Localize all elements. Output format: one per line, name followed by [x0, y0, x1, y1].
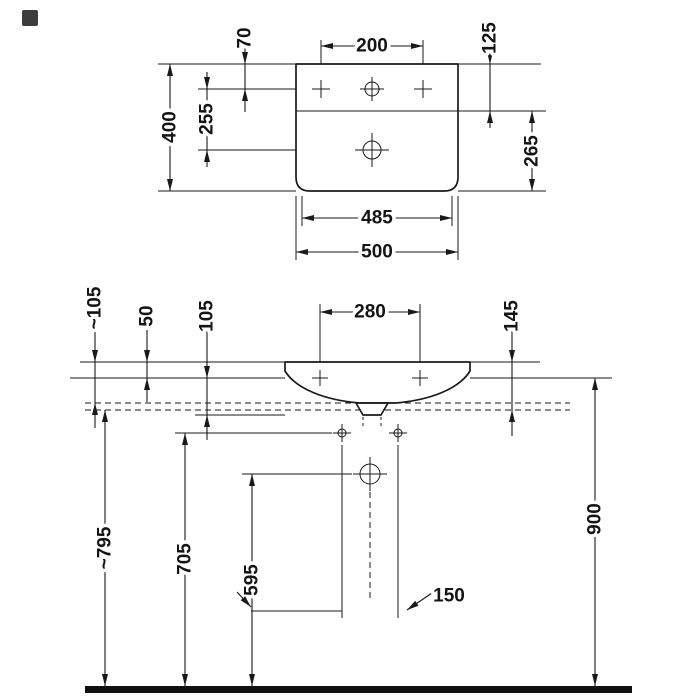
basin-plan-outline	[295, 63, 459, 192]
dim-485: 485	[302, 204, 452, 232]
mounting-hole-right	[389, 424, 407, 442]
dim-280-label: 280	[354, 302, 386, 323]
dim-200-label: 200	[356, 36, 388, 57]
dim-900-label: 900	[585, 503, 606, 535]
faucet-hole-front-right-cross	[412, 370, 428, 386]
dim-255: 255	[193, 72, 221, 167]
dim-150: 150	[236, 582, 468, 612]
dim-400: 400	[156, 64, 184, 191]
dim-150-label: 150	[433, 586, 465, 607]
dim-485-label: 485	[361, 208, 393, 229]
plan-view: 200 70 125 400 255 265	[156, 18, 546, 266]
dim-approx-795: ~795	[91, 410, 119, 686]
dim-approx-795-label: ~795	[95, 526, 116, 569]
dim-approx-105: ~105	[81, 283, 109, 428]
dim-approx-105-label: ~105	[85, 286, 106, 329]
faucet-hole-left-cross	[312, 80, 330, 98]
dim-280: 280	[320, 298, 420, 326]
dim-255-label: 255	[197, 103, 218, 135]
dim-145: 145	[498, 296, 526, 436]
basin-front-outline	[284, 361, 471, 404]
elevation-reference-lines	[70, 304, 612, 618]
dim-595-label: 595	[242, 564, 263, 596]
dim-70-label: 70	[235, 27, 256, 48]
dim-705-label: 705	[175, 543, 196, 575]
dim-50-label: 50	[137, 305, 158, 326]
dim-900: 900	[581, 378, 609, 686]
elevation-view: 280 ~105 50 105 145 ~795	[70, 283, 632, 693]
dim-70: 70	[231, 24, 259, 112]
floor-line	[85, 686, 632, 693]
drain-outlet-front	[353, 457, 387, 491]
dim-500-label: 500	[361, 242, 393, 263]
faucet-hole-right-cross	[414, 80, 432, 98]
dim-125-label: 125	[480, 22, 501, 54]
dim-50: 50	[133, 302, 161, 402]
dim-400-label: 400	[160, 111, 181, 143]
drain-hole-plan	[355, 133, 389, 167]
dim-265-label: 265	[522, 135, 543, 167]
dim-200: 200	[321, 32, 423, 60]
drain-trap-outline	[355, 402, 389, 416]
dim-595: 595	[238, 474, 266, 686]
dim-145-label: 145	[502, 300, 523, 332]
faucet-hole-center	[360, 77, 384, 101]
dim-265: 265	[518, 111, 546, 191]
plan-extension-lines	[158, 40, 546, 260]
dim-105: 105	[193, 296, 221, 440]
corner-mark-icon	[22, 10, 38, 26]
dim-105-label: 105	[197, 300, 218, 332]
dim-500: 500	[296, 238, 458, 266]
dim-705: 705	[171, 433, 199, 686]
dim-125: 125	[476, 18, 504, 128]
faucet-hole-front-left-cross	[312, 370, 328, 386]
mounting-hole-left	[333, 424, 351, 442]
